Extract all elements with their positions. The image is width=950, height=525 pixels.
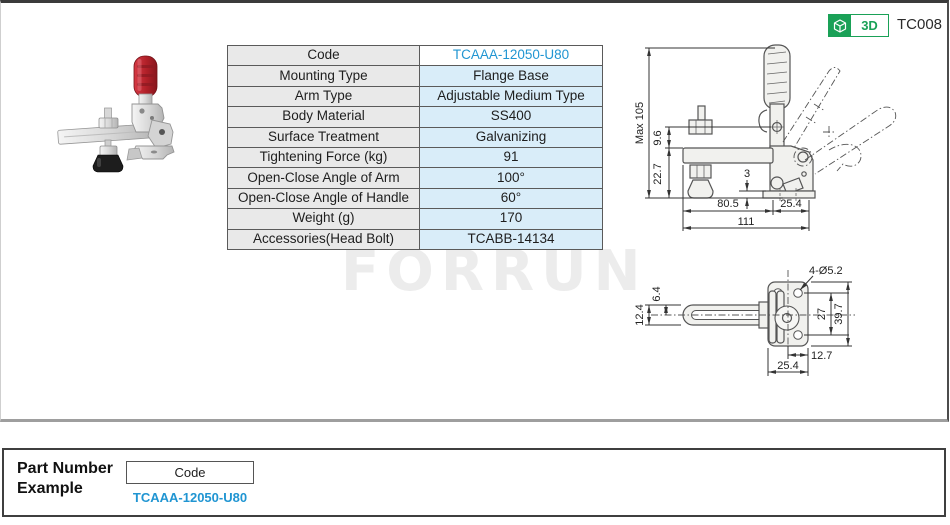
table-row: Mounting Type Flange Base <box>227 65 603 87</box>
spec-label: Body Material <box>227 106 420 128</box>
spec-value: Adjustable Medium Type <box>419 85 603 108</box>
top-view-drawing: 4-Ø5.2 6.4 12.4 27 39.7 12.7 25.4 <box>634 265 855 376</box>
cube-3d-icon <box>829 15 851 36</box>
table-row: Tightening Force (kg) 91 <box>227 146 603 169</box>
part-number-example-title: Part Number Example <box>17 460 114 497</box>
spec-value: 60° <box>419 187 603 210</box>
main-panel: FORRUN <box>0 0 949 422</box>
dim-label: 12.7 <box>811 350 832 362</box>
product-photo-toggle-clamp <box>57 55 175 173</box>
part-number-value[interactable]: TCAAA-12050-U80 <box>132 490 248 505</box>
view-3d-button[interactable]: 3D <box>828 14 889 37</box>
open-position-phantom <box>782 67 897 175</box>
clamp-top-outline <box>682 281 809 347</box>
dim-label: 22.7 <box>652 163 664 184</box>
table-row: Surface Treatment Galvanizing <box>227 126 603 148</box>
dim-label: 6.4 <box>651 286 663 301</box>
table-row: Accessories(Head Bolt) TCABB-14134 <box>227 228 603 250</box>
code-field-box: Code <box>126 461 254 484</box>
clamp-outline <box>682 44 816 201</box>
dim-label: 27 <box>816 308 828 320</box>
spec-label: Open-Close Angle of Arm <box>227 167 420 189</box>
page-code: TC008 <box>897 16 943 33</box>
spec-value: 91 <box>419 146 603 169</box>
table-row: Open-Close Angle of Handle 60° <box>227 187 603 210</box>
dimension-lines <box>645 47 810 231</box>
table-row: Weight (g) 170 <box>227 208 603 230</box>
spec-label: Arm Type <box>227 85 420 108</box>
spec-label: Surface Treatment <box>227 126 420 148</box>
spec-value: TCABB-14134 <box>419 228 603 250</box>
spec-value: 100° <box>419 167 603 189</box>
front-view-drawing: Max 105 9.6 22.7 3 80.5 25.4 111 <box>634 44 897 231</box>
table-row: Body Material SS400 <box>227 106 603 128</box>
table-row: Arm Type Adjustable Medium Type <box>227 85 603 108</box>
dim-label: 80.5 <box>717 198 738 210</box>
spec-label: Code <box>227 44 420 67</box>
spec-table: Code TCAAA-12050-U80 Mounting Type Flang… <box>227 44 603 250</box>
spec-label: Tightening Force (kg) <box>227 146 420 169</box>
part-number-example-panel: Part Number Example Code TCAAA-12050-U80 <box>2 448 946 517</box>
dim-label: 4-Ø5.2 <box>809 265 843 277</box>
dim-label: 3 <box>744 168 750 180</box>
spec-label: Open-Close Angle of Handle <box>227 187 420 210</box>
dim-label: 25.4 <box>777 360 798 372</box>
spec-label: Mounting Type <box>227 65 420 87</box>
spec-value: 170 <box>419 208 603 230</box>
dimension-lines <box>645 275 852 376</box>
spec-value: SS400 <box>419 106 603 128</box>
spec-label: Accessories(Head Bolt) <box>227 228 420 250</box>
spec-code-link[interactable]: TCAAA-12050-U80 <box>419 44 603 67</box>
spec-value: Flange Base <box>419 65 603 87</box>
dim-label: 25.4 <box>780 198 801 210</box>
dim-label: 111 <box>738 216 755 228</box>
dim-label: 9.6 <box>652 130 664 145</box>
dim-label: Max 105 <box>634 102 646 144</box>
table-row: Open-Close Angle of Arm 100° <box>227 167 603 189</box>
spec-label: Weight (g) <box>227 208 420 230</box>
dim-label: 12.4 <box>634 304 646 325</box>
badge-3d-label: 3D <box>861 18 878 33</box>
table-row: Code TCAAA-12050-U80 <box>227 44 603 67</box>
spec-value: Galvanizing <box>419 126 603 148</box>
dim-label: 39.7 <box>833 303 845 324</box>
